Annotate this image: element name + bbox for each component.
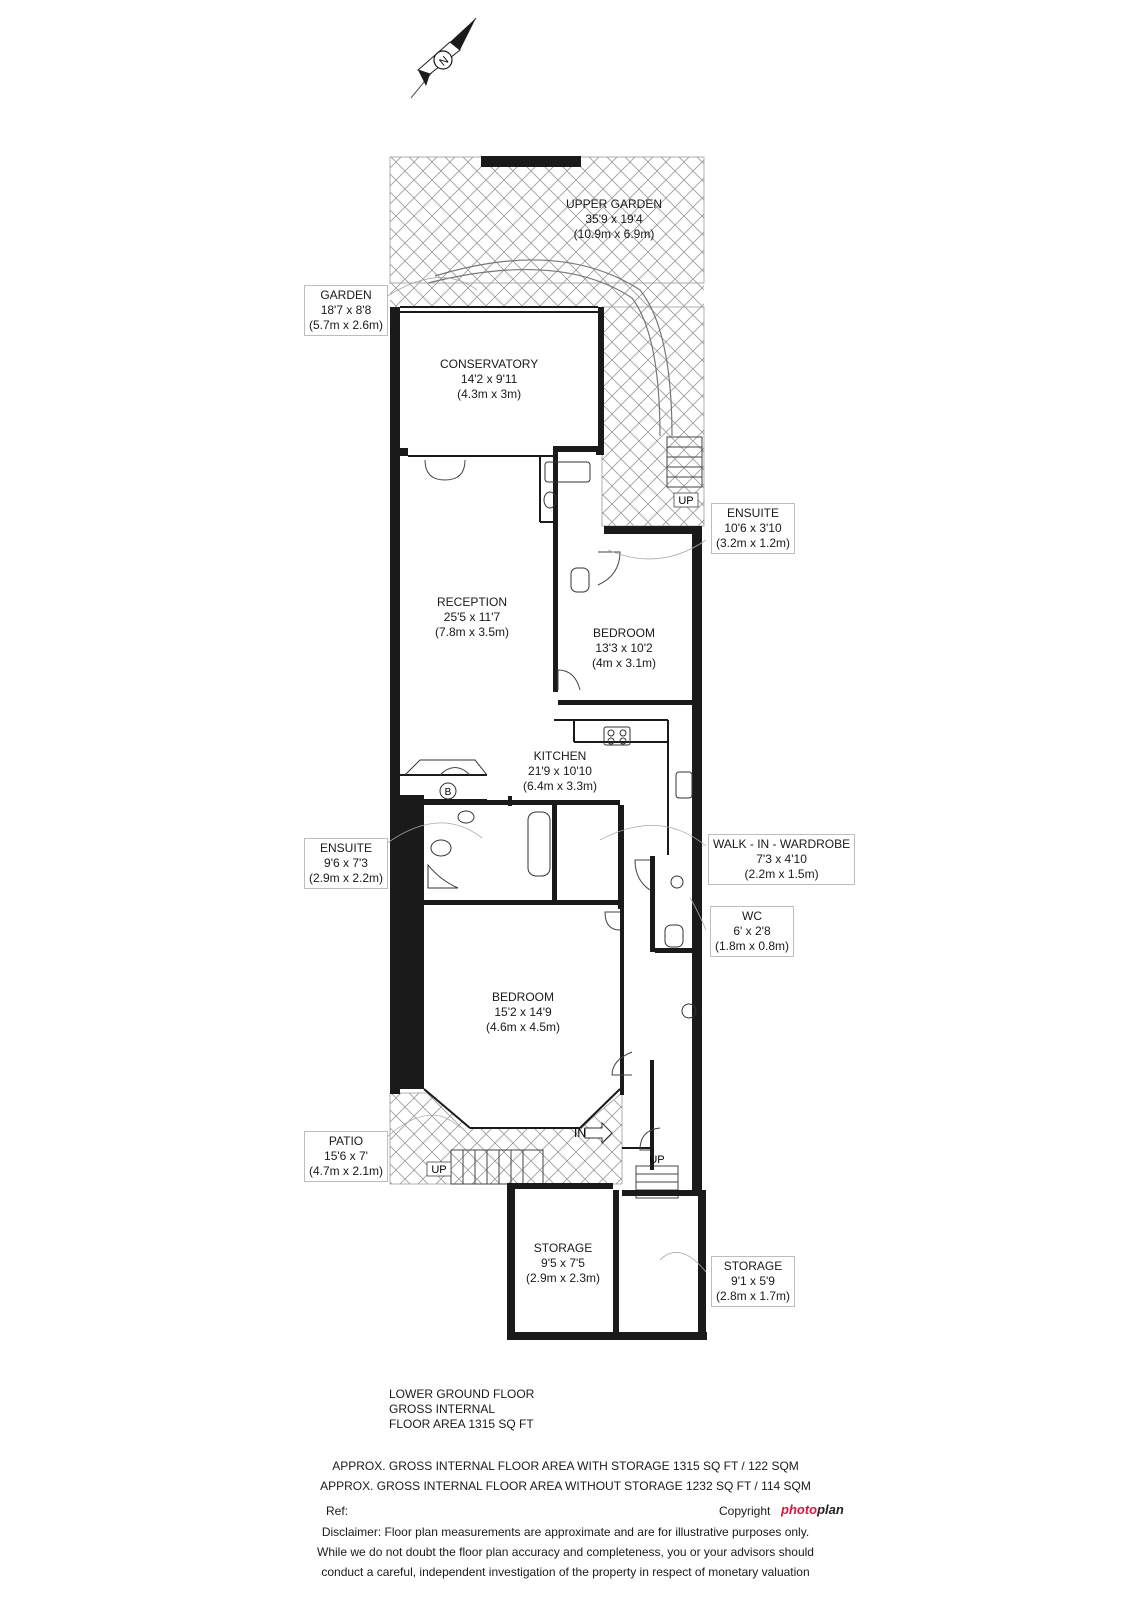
up-garden-marker: UP [678,495,693,507]
room-name: PATIO [328,1134,364,1148]
room-dims-imperial: 21'9 x 10'10 [528,764,592,778]
room-dims-imperial: 14'2 x 9'11 [460,372,518,386]
area-with-storage: APPROX. GROSS INTERNAL FLOOR AREA WITH S… [332,1459,799,1473]
conservatory-label: CONSERVATORY 14'2 x 9'11 (4.3m x 3m) [440,357,538,402]
room-dims-imperial: 9'6 x 7'3 [324,856,368,870]
room-name: UPPER GARDEN [566,197,663,211]
room-dims-imperial: 6' x 2'8 [733,924,771,938]
room-dims-metric: (4.7m x 2.1m) [309,1164,384,1178]
floor-info-line: FLOOR AREA 1315 SQ FT [389,1417,534,1431]
room-dims-imperial: 9'5 x 7'5 [541,1256,585,1270]
room-dims-imperial: 13'3 x 10'2 [595,641,653,655]
walk-in-wardrobe-label: WALK - IN - WARDROBE 7'3 x 4'10 (2.2m x … [708,834,856,885]
entrance-marker: IN [574,1126,586,1140]
room-dims-metric: (7.8m x 3.5m) [435,625,510,639]
room-dims-imperial: 15'6 x 7' [324,1149,368,1163]
disclaimer-line: Disclaimer: Floor plan measurements are … [321,1525,810,1539]
garden-label: GARDEN 18'7 x 8'8 (5.7m x 2.6m) [304,285,389,336]
entrance-arrow-icon: IN [574,1121,613,1145]
room-name: BEDROOM [492,990,555,1004]
wc-label: WC 6' x 2'8 (1.8m x 0.8m) [710,906,795,957]
room-name: RECEPTION [437,595,508,609]
up-hall-marker: UP [649,1154,664,1166]
room-name: WALK - IN - WARDROBE [713,837,851,851]
room-dims-imperial: 25'5 x 11'7 [443,610,501,624]
room-dims-imperial: 35'9 x 19'4 [585,212,643,226]
floor-info: LOWER GROUND FLOOR GROSS INTERNAL FLOOR … [389,1387,534,1432]
room-name: STORAGE [723,1259,783,1273]
garden-stairs [666,436,703,488]
ref-label: Ref: [326,1504,349,1518]
thin-walls [400,306,669,1149]
room-dims-metric: (3.2m x 1.2m) [716,536,791,550]
ensuite-upper-label: ENSUITE 10'6 x 3'10 (3.2m x 1.2m) [711,503,796,554]
doors [424,459,661,1151]
outdoor-areas [389,156,705,1185]
room-name: ENSUITE [727,506,780,520]
bedroom-upper-label: BEDROOM 13'3 x 10'2 (4m x 3.1m) [592,626,656,671]
room-name: GARDEN [320,288,372,302]
storage-right-label: STORAGE 9'1 x 5'9 (2.8m x 1.7m) [711,1256,796,1307]
room-dims-metric: (4m x 3.1m) [592,656,657,670]
disclaimer-line: While we do not doubt the floor plan acc… [317,1545,814,1559]
room-dims-imperial: 18'7 x 8'8 [320,303,372,317]
room-dims-imperial: 9'1 x 5'9 [731,1274,775,1288]
logo-part: plan [817,1502,844,1517]
upper-garden-label: UPPER GARDEN 35'9 x 19'4 (10.9m x 6.9m) [566,197,662,242]
room-dims-metric: (10.9m x 6.9m) [573,227,655,241]
bedroom-lower-label: BEDROOM 15'2 x 14'9 (4.6m x 4.5m) [486,990,560,1035]
room-dims-metric: (2.9m x 2.3m) [526,1271,601,1285]
room-dims-metric: (5.7m x 2.6m) [309,318,384,332]
boiler-marker: B [445,787,452,798]
room-dims-metric: (2.9m x 2.2m) [309,871,384,885]
photoplan-logo: photoplan [781,1502,844,1517]
patio-label: PATIO 15'6 x 7' (4.7m x 2.1m) [304,1131,389,1182]
room-dims-imperial: 10'6 x 3'10 [724,521,782,535]
kitchen-label: KITCHEN 21'9 x 10'10 (6.4m x 3.3m) [523,749,597,794]
room-name: KITCHEN [533,749,587,763]
room-dims-metric: (4.6m x 4.5m) [486,1020,561,1034]
floor-info-line: LOWER GROUND FLOOR [389,1387,535,1401]
logo-part: photo [781,1502,818,1517]
room-name: STORAGE [533,1241,593,1255]
room-name: BEDROOM [593,626,656,640]
room-dims-metric: (6.4m x 3.3m) [523,779,598,793]
room-name: WC [742,909,762,923]
compass-icon: N [410,17,477,99]
garden-path [427,259,673,437]
floor-info-line: GROSS INTERNAL [389,1402,496,1416]
ensuite-lower-label: ENSUITE 9'6 x 7'3 (2.9m x 2.2m) [304,838,389,889]
room-name: CONSERVATORY [440,357,539,371]
room-dims-metric: (4.3m x 3m) [457,387,522,401]
room-dims-metric: (1.8m x 0.8m) [715,939,790,953]
patio-stairs [450,1149,544,1185]
up-patio-marker: UP [431,1164,446,1176]
room-name: ENSUITE [320,841,373,855]
room-dims-imperial: 15'2 x 14'9 [494,1005,552,1019]
walls [390,307,707,1340]
reception-label: RECEPTION 25'5 x 11'7 (7.8m x 3.5m) [435,595,509,640]
copyright-label: Copyright [719,1504,771,1518]
fixtures [427,461,697,1019]
room-dims-metric: (2.2m x 1.5m) [744,867,819,881]
boiler-cupboard: B [404,759,488,800]
window-bar [481,156,581,167]
leader-lines [385,277,707,1273]
area-without-storage: APPROX. GROSS INTERNAL FLOOR AREA WITHOU… [320,1479,811,1493]
room-dims-metric: (2.8m x 1.7m) [716,1289,791,1303]
room-dims-imperial: 7'3 x 4'10 [756,852,807,866]
storage-left-label: STORAGE 9'5 x 7'5 (2.9m x 2.3m) [526,1241,600,1286]
up-markers: UP UP UP [426,492,699,1177]
disclaimer-line: conduct a careful, independent investiga… [321,1565,810,1579]
